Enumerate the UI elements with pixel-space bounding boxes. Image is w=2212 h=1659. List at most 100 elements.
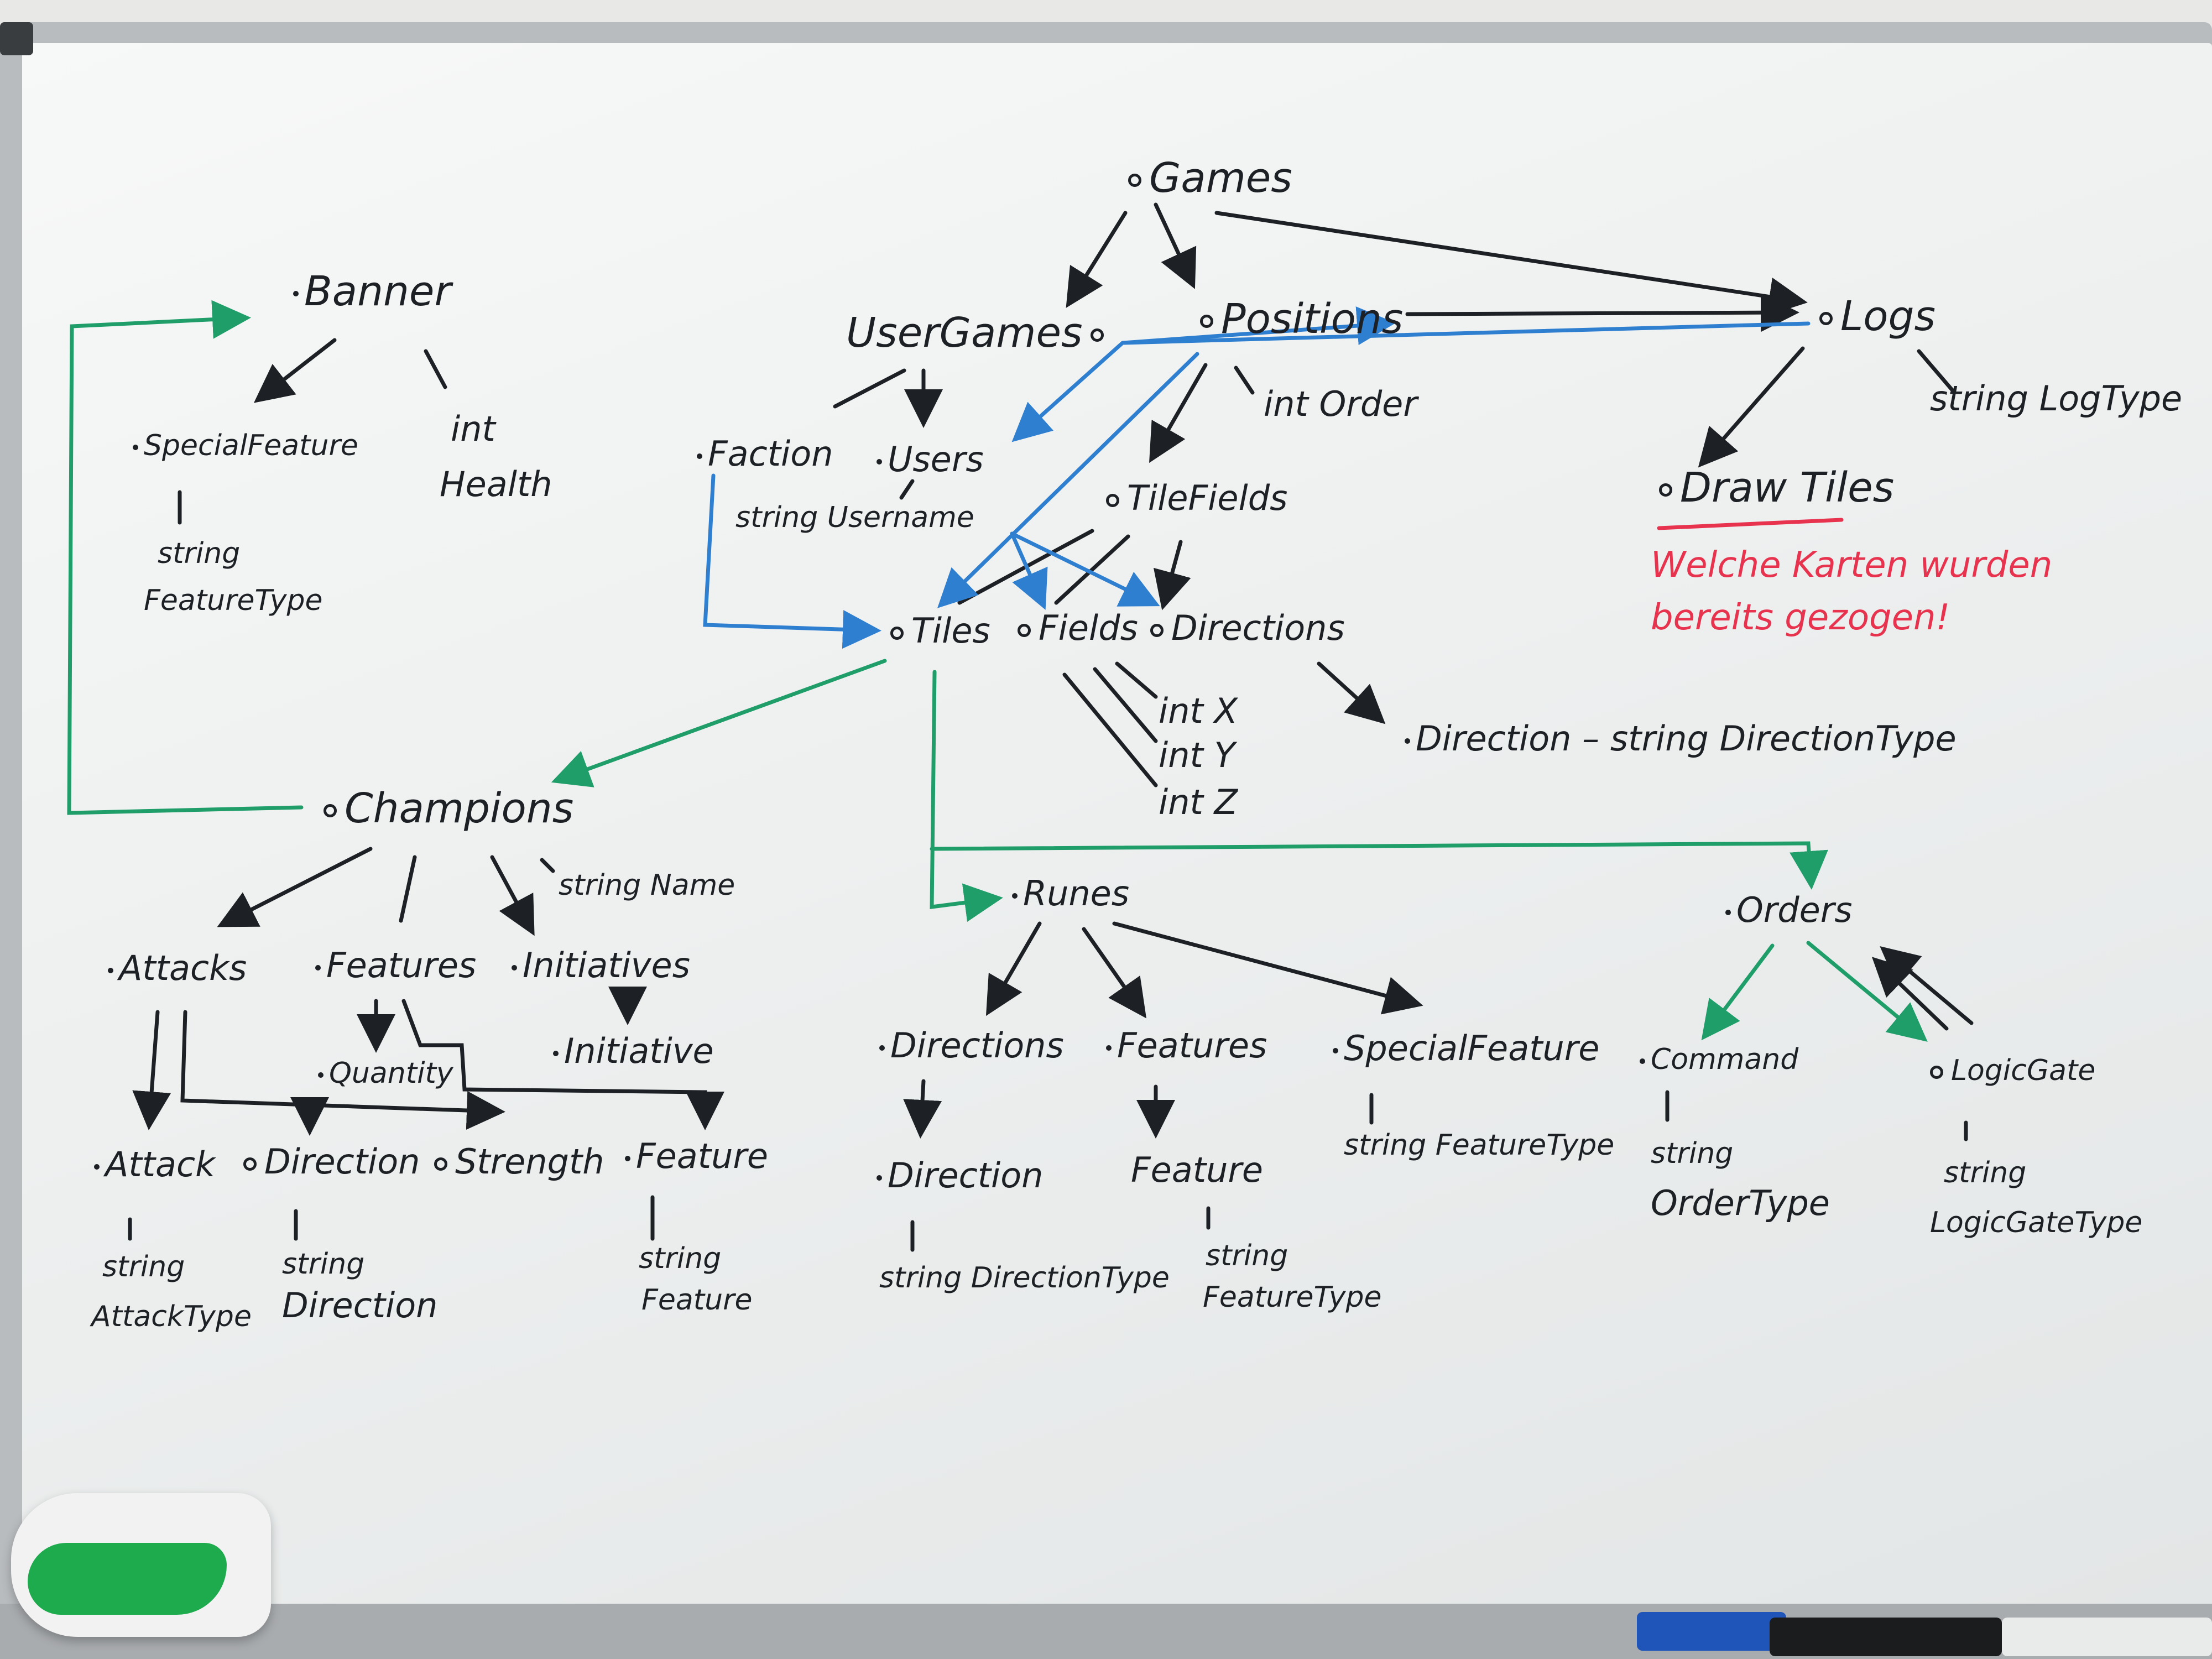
node-rune-features-label: Features xyxy=(1117,1025,1267,1066)
edge-games-usergames xyxy=(1066,211,1128,308)
node-draw-tiles: Draw Tiles xyxy=(1659,467,1894,508)
edge-banner-health xyxy=(424,349,447,389)
edge-orders-logicgate-green xyxy=(1806,941,1928,1042)
node-attack: Attack xyxy=(94,1147,215,1182)
bullet-icon xyxy=(1012,893,1018,899)
field-direction-str-1: string xyxy=(282,1248,365,1281)
bullet-icon xyxy=(1640,1058,1645,1064)
bullet-icon xyxy=(877,458,882,465)
node-positions-label: Positions xyxy=(1221,295,1404,343)
edge-features-feature xyxy=(401,999,724,1130)
bullet-icon xyxy=(1333,1047,1338,1053)
node-faction-label: Faction xyxy=(708,434,833,474)
field-feature-type-1: string xyxy=(158,537,241,570)
edge-usergames-faction xyxy=(833,368,906,409)
field-username: string Username xyxy=(735,501,974,534)
field-rune-special-feature-type: string FeatureType xyxy=(1344,1129,1615,1162)
node-special-feature: SpecialFeature xyxy=(133,431,358,460)
edge-runes-specialfeature xyxy=(1112,921,1423,1015)
node-initiative-label: Initiative xyxy=(564,1031,714,1071)
edge-champions-features xyxy=(399,855,417,923)
edge-positions-users-blue xyxy=(1011,341,1125,442)
node-initiatives-label: Initiatives xyxy=(523,945,691,985)
node-rune-directions-label: Directions xyxy=(890,1025,1064,1066)
bullet-icon xyxy=(1819,312,1833,326)
field-log-type: string LogType xyxy=(1930,378,2183,419)
node-logic-gate: LogicGate xyxy=(1930,1056,2095,1085)
bullet-icon xyxy=(553,1050,559,1056)
node-runes: Runes xyxy=(1012,877,1129,911)
node-tiles-label: Tiles xyxy=(911,611,990,651)
node-rune-features: Features xyxy=(1106,1029,1267,1063)
edge-champions-name xyxy=(540,858,555,873)
bullet-icon xyxy=(1659,483,1672,497)
node-attack-label: Attack xyxy=(105,1144,216,1185)
edge-tiles-orders-green xyxy=(930,841,1828,890)
edge-rune-directions-direction xyxy=(903,1079,942,1139)
node-rune-direction-label: Direction xyxy=(888,1155,1044,1196)
field-feature-type-2: FeatureType xyxy=(144,584,323,617)
field-health-2: Health xyxy=(440,464,552,504)
node-banner-label: Banner xyxy=(304,268,451,315)
frame-corner xyxy=(0,22,33,55)
bullet-icon xyxy=(1930,1066,1943,1079)
edge-tilefields-fields-blue xyxy=(1010,531,1048,610)
edge-tiles-runes-green xyxy=(930,670,1003,922)
node-command-label: Command xyxy=(1651,1043,1799,1076)
bullet-icon xyxy=(890,626,904,640)
node-champions-label: Champions xyxy=(345,785,574,832)
edge-orders-command-green xyxy=(1701,943,1775,1041)
node-strength: Strength xyxy=(434,1145,604,1179)
node-rune-directions: Directions xyxy=(879,1029,1064,1063)
bullet-icon xyxy=(879,1045,885,1051)
node-initiatives: Initiatives xyxy=(512,948,690,983)
node-rune-feature: Feature xyxy=(1131,1150,1264,1190)
bullet-icon xyxy=(293,291,299,297)
bullet-icon xyxy=(318,1072,324,1078)
note-line-2: bereits gezogen! xyxy=(1651,597,1950,638)
bullet-icon xyxy=(243,1157,257,1171)
node-usergames: UserGames xyxy=(846,312,1112,353)
edge-tilefields-directions xyxy=(1153,540,1191,611)
node-feature: Feature xyxy=(625,1139,768,1173)
node-logs-label: Logs xyxy=(1840,293,1936,340)
field-order-type-1: string xyxy=(1651,1137,1734,1170)
edge-games-logs xyxy=(1214,211,1808,316)
blue-marker xyxy=(1637,1612,1786,1651)
field-logic-gate-type-1: string xyxy=(1944,1156,2027,1190)
edge-directions-direction xyxy=(1317,661,1386,724)
marker-label xyxy=(2002,1618,2212,1656)
edge-fields-y xyxy=(1093,667,1158,743)
node-games: Games xyxy=(1128,158,1292,199)
node-direction-type: Direction – string DirectionType xyxy=(1405,722,1957,756)
edge-fields-z xyxy=(1062,672,1158,787)
node-orders-label: Orders xyxy=(1736,890,1853,930)
bullet-icon xyxy=(133,445,138,450)
bullet-icon xyxy=(697,453,702,459)
edge-attacks-attack xyxy=(132,1010,171,1130)
bullet-icon xyxy=(512,964,517,971)
node-tilefields-label: TileFields xyxy=(1127,478,1288,518)
node-strength-label: Strength xyxy=(455,1141,604,1182)
node-champions: Champions xyxy=(324,788,573,829)
field-direction-str-2: Direction xyxy=(282,1285,438,1326)
eraser xyxy=(11,1493,271,1637)
node-fields-label: Fields xyxy=(1039,608,1138,648)
edge-positions-tiles-blue xyxy=(937,352,1199,608)
node-rune-special-feature: SpecialFeature xyxy=(1333,1031,1599,1066)
edge-tilefields-fields xyxy=(1054,534,1130,605)
bullet-icon xyxy=(1725,909,1731,915)
edge-positions-order xyxy=(1234,366,1255,395)
node-features-label: Features xyxy=(326,945,477,985)
node-attacks: Attacks xyxy=(108,951,247,985)
bullet-icon xyxy=(1150,623,1164,637)
bullet-icon xyxy=(625,1155,630,1161)
bullet-icon xyxy=(1200,315,1213,328)
field-order-type-2: OrderType xyxy=(1651,1183,1830,1223)
edge-attacks-direction-strength xyxy=(180,1010,505,1130)
edge-users-username xyxy=(899,479,915,500)
edge-logicgate-orders-2 xyxy=(1871,957,1949,1031)
field-int-order: int Order xyxy=(1264,384,1417,424)
